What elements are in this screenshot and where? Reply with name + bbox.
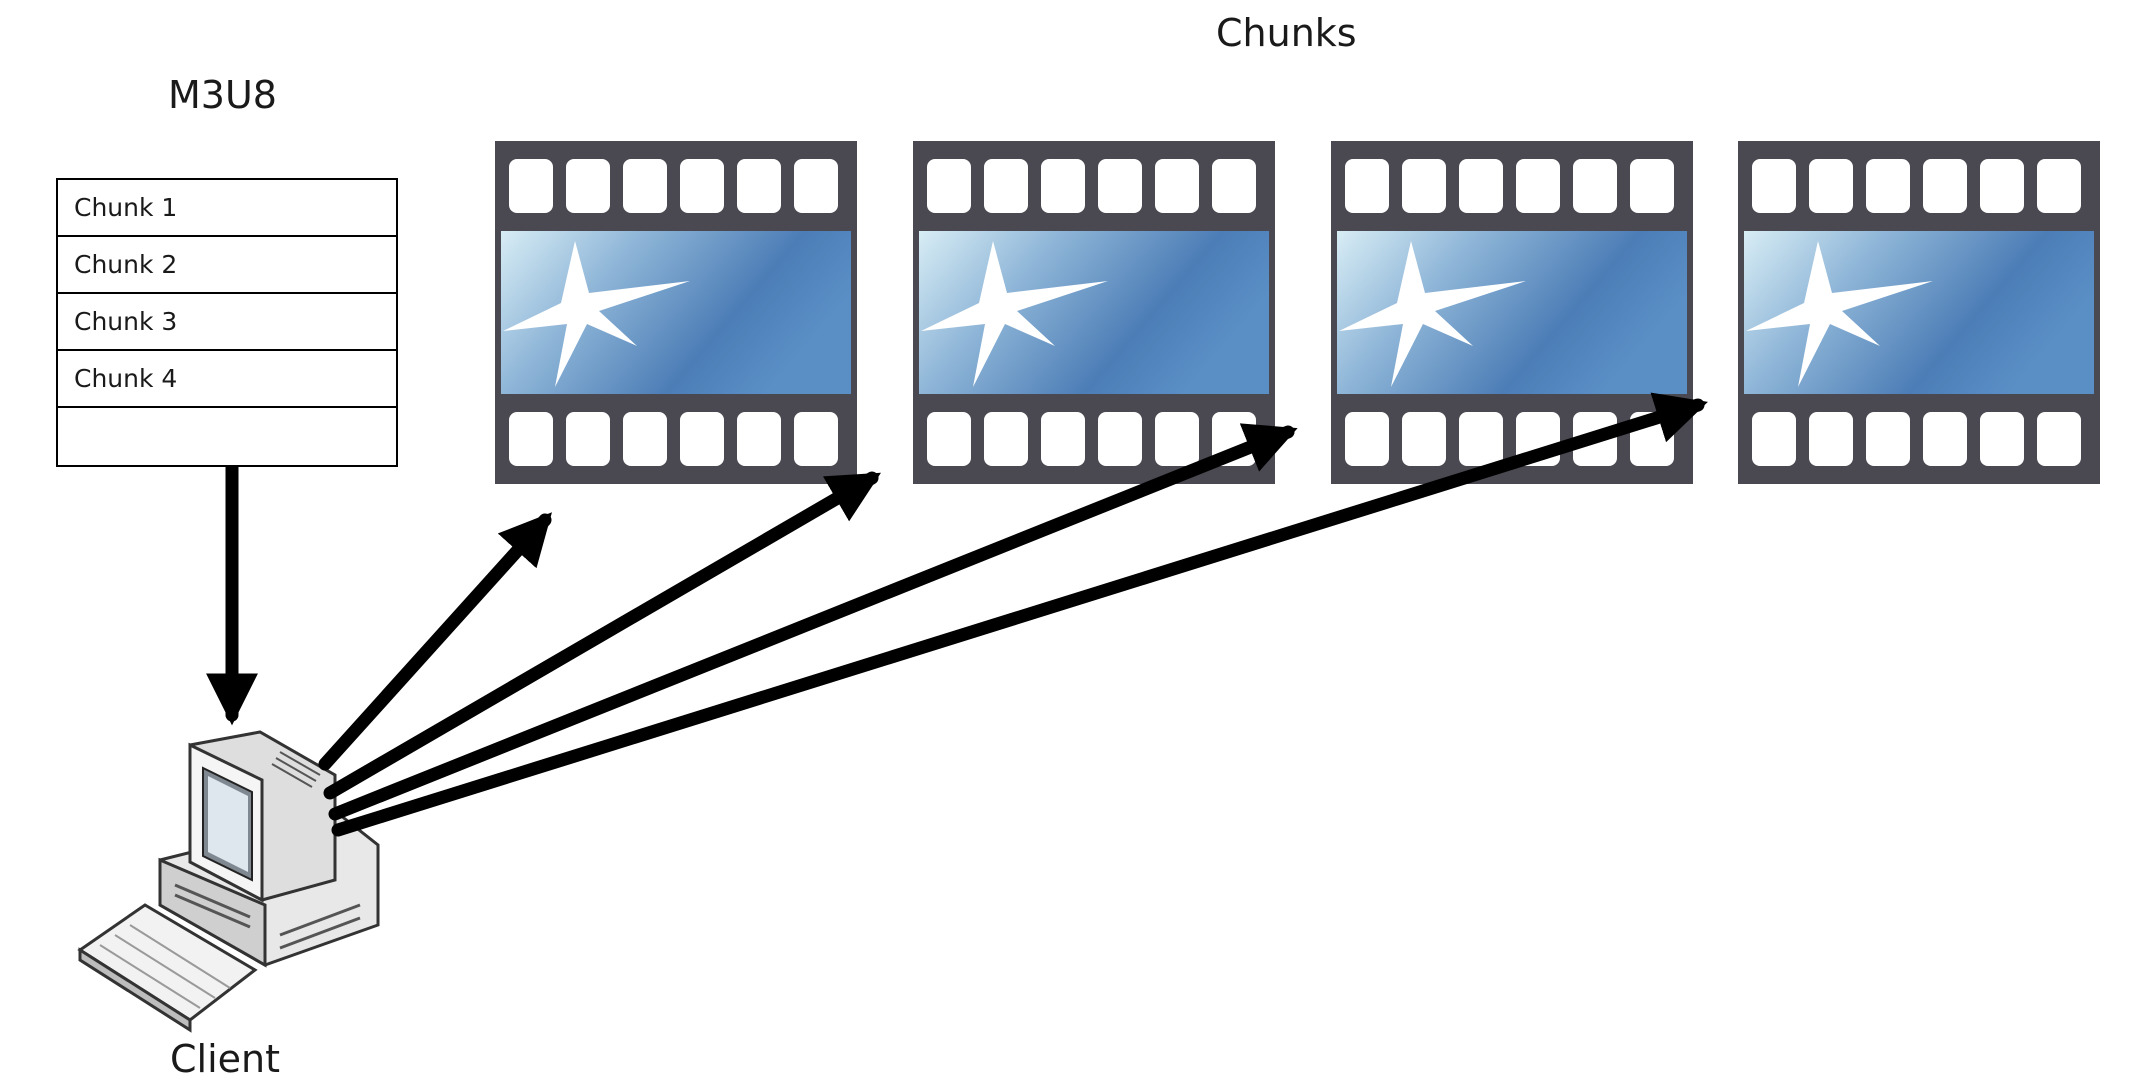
chunk-film-4 bbox=[1738, 141, 2100, 484]
playlist-entry bbox=[58, 408, 396, 465]
client-to-chunk-4-arrow bbox=[331, 392, 1708, 837]
m3u8-playlist: Chunk 1 Chunk 2 Chunk 3 Chunk 4 bbox=[56, 178, 398, 467]
chunk-film-1 bbox=[495, 141, 857, 484]
playlist-entry: Chunk 4 bbox=[58, 351, 396, 408]
client-to-chunk-1-arrow bbox=[318, 512, 552, 771]
client-to-chunk-2-arrow bbox=[323, 471, 881, 800]
client-label: Client bbox=[170, 1037, 281, 1081]
chunk-film-3 bbox=[1331, 141, 1693, 484]
playlist-entry: Chunk 1 bbox=[58, 180, 396, 237]
playlist-title: M3U8 bbox=[168, 73, 277, 117]
playlist-entry: Chunk 2 bbox=[58, 237, 396, 294]
client-computer-icon bbox=[77, 730, 380, 1033]
chunk-film-2 bbox=[913, 141, 1275, 484]
chunks-title: Chunks bbox=[1216, 11, 1357, 55]
playlist-entry: Chunk 3 bbox=[58, 294, 396, 351]
client-to-chunk-3-arrow bbox=[328, 423, 1298, 821]
